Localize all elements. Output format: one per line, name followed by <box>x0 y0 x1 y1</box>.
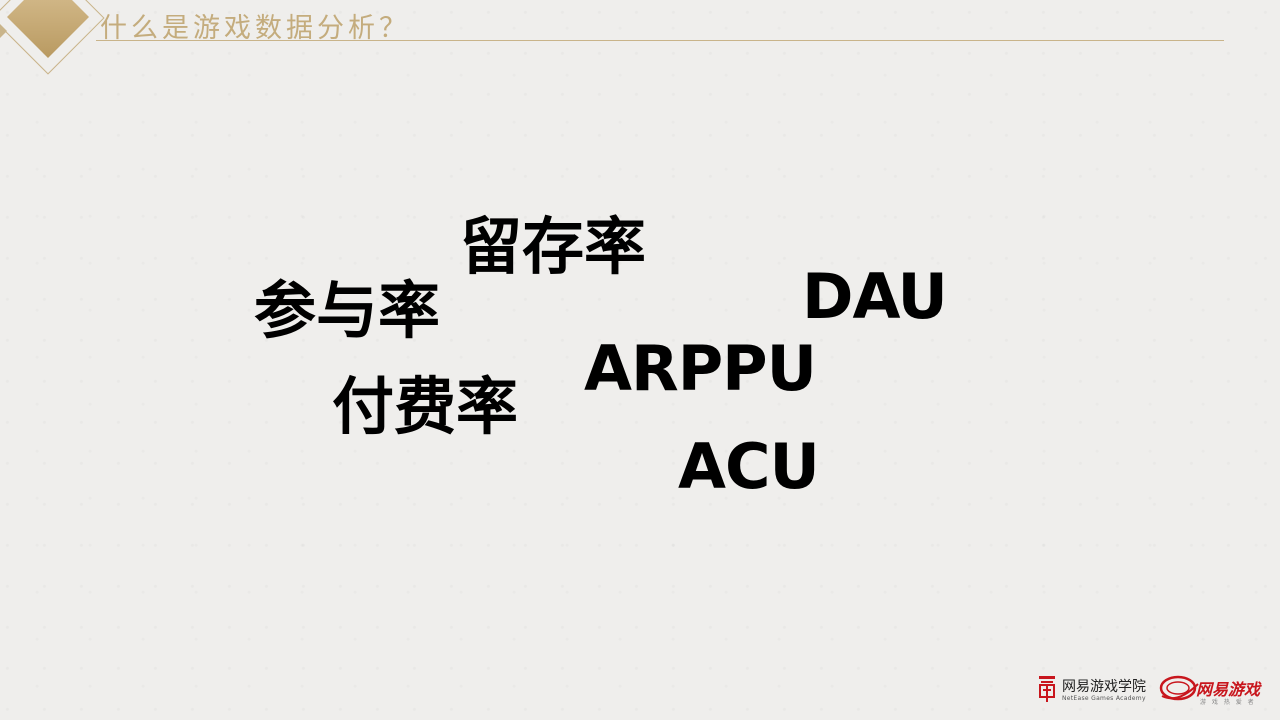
left-notch-icon <box>0 24 7 38</box>
academy-name: 网易游戏学院 <box>1062 679 1146 695</box>
netease-games-logo-icon <box>1159 675 1199 701</box>
netease-games-name: 网易游戏 <box>1196 680 1261 699</box>
keyword-dau: DAU <box>802 260 948 333</box>
academy-english-name: NetEase Games Academy <box>1062 695 1146 702</box>
academy-logo-icon <box>1039 676 1055 702</box>
keyword-acu: ACU <box>678 430 820 503</box>
netease-games-slogan: 游 戏 热 爱 者 <box>1200 699 1256 706</box>
page-title: 什么是游戏数据分析？ <box>100 13 410 44</box>
header-divider <box>96 40 1224 41</box>
keyword-retention-rate: 留存率 <box>460 210 647 283</box>
keyword-arppu: ARPPU <box>584 332 817 405</box>
keyword-payment-rate: 付费率 <box>332 370 519 443</box>
gold-diamond-decoration <box>6 0 90 59</box>
keyword-participation-rate: 参与率 <box>254 274 441 347</box>
